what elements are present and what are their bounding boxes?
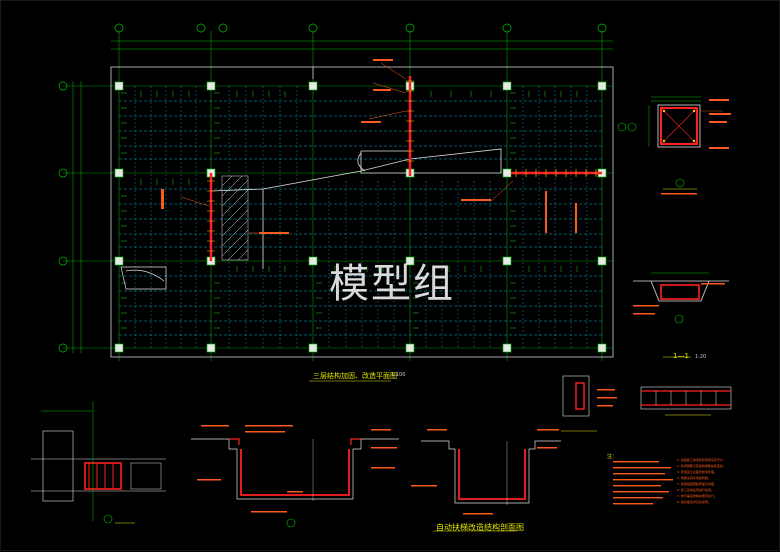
section-title: 自动扶梯改造结构剖面图 [436, 523, 524, 532]
foundation-detail [31, 401, 166, 524]
note-line: 6. 施工完成后须进行检测。 [677, 488, 714, 492]
red-reinforcement-ticks [207, 80, 597, 252]
slab-beams [119, 100, 602, 336]
note-line: 7. 未尽事宜按相关规范执行。 [677, 494, 717, 498]
note-line: 4. 植筋采用专用结构胶。 [677, 476, 711, 480]
column-detail [617, 96, 731, 195]
small-opening [120, 266, 167, 290]
note-line: 3. 原混凝土表面须凿毛处理。 [677, 470, 717, 474]
pit-section-b [411, 429, 561, 532]
annotation-leaders [180, 62, 514, 234]
axis-bubbles [58, 23, 607, 353]
plan-outline [110, 66, 614, 358]
notes-header: 注： [607, 454, 618, 460]
columns [114, 81, 607, 353]
plan-grid-lines [63, 31, 613, 361]
rebar-ticks [121, 91, 578, 329]
watermark-text: 模型组 [329, 261, 455, 307]
note-line: 2. 新增钢筋与原结构钢筋焊接连接。 [677, 464, 726, 468]
note-line: 5. 粘钢加固钢板厚度见详图。 [677, 482, 717, 486]
slab-strengthening-detail [561, 375, 732, 432]
beam-section-detail [633, 272, 729, 358]
note-line: 8. 其余做法详见总说明。 [677, 500, 711, 504]
section-label: 1—1 [673, 352, 689, 360]
plan-title: 三层结构加固、改造平面图 [313, 372, 397, 380]
note-line: 1. 加固施工前须复核现场实际尺寸。 [677, 458, 726, 462]
notes-block-lines [613, 461, 673, 505]
section-scale: 1:20 [695, 354, 707, 360]
annotation-text-marks [161, 59, 577, 234]
plan-title-scale: 1:100 [391, 372, 406, 378]
dimension-lines [72, 40, 613, 353]
hatched-wall [221, 175, 249, 261]
pit-section-a [191, 425, 399, 528]
